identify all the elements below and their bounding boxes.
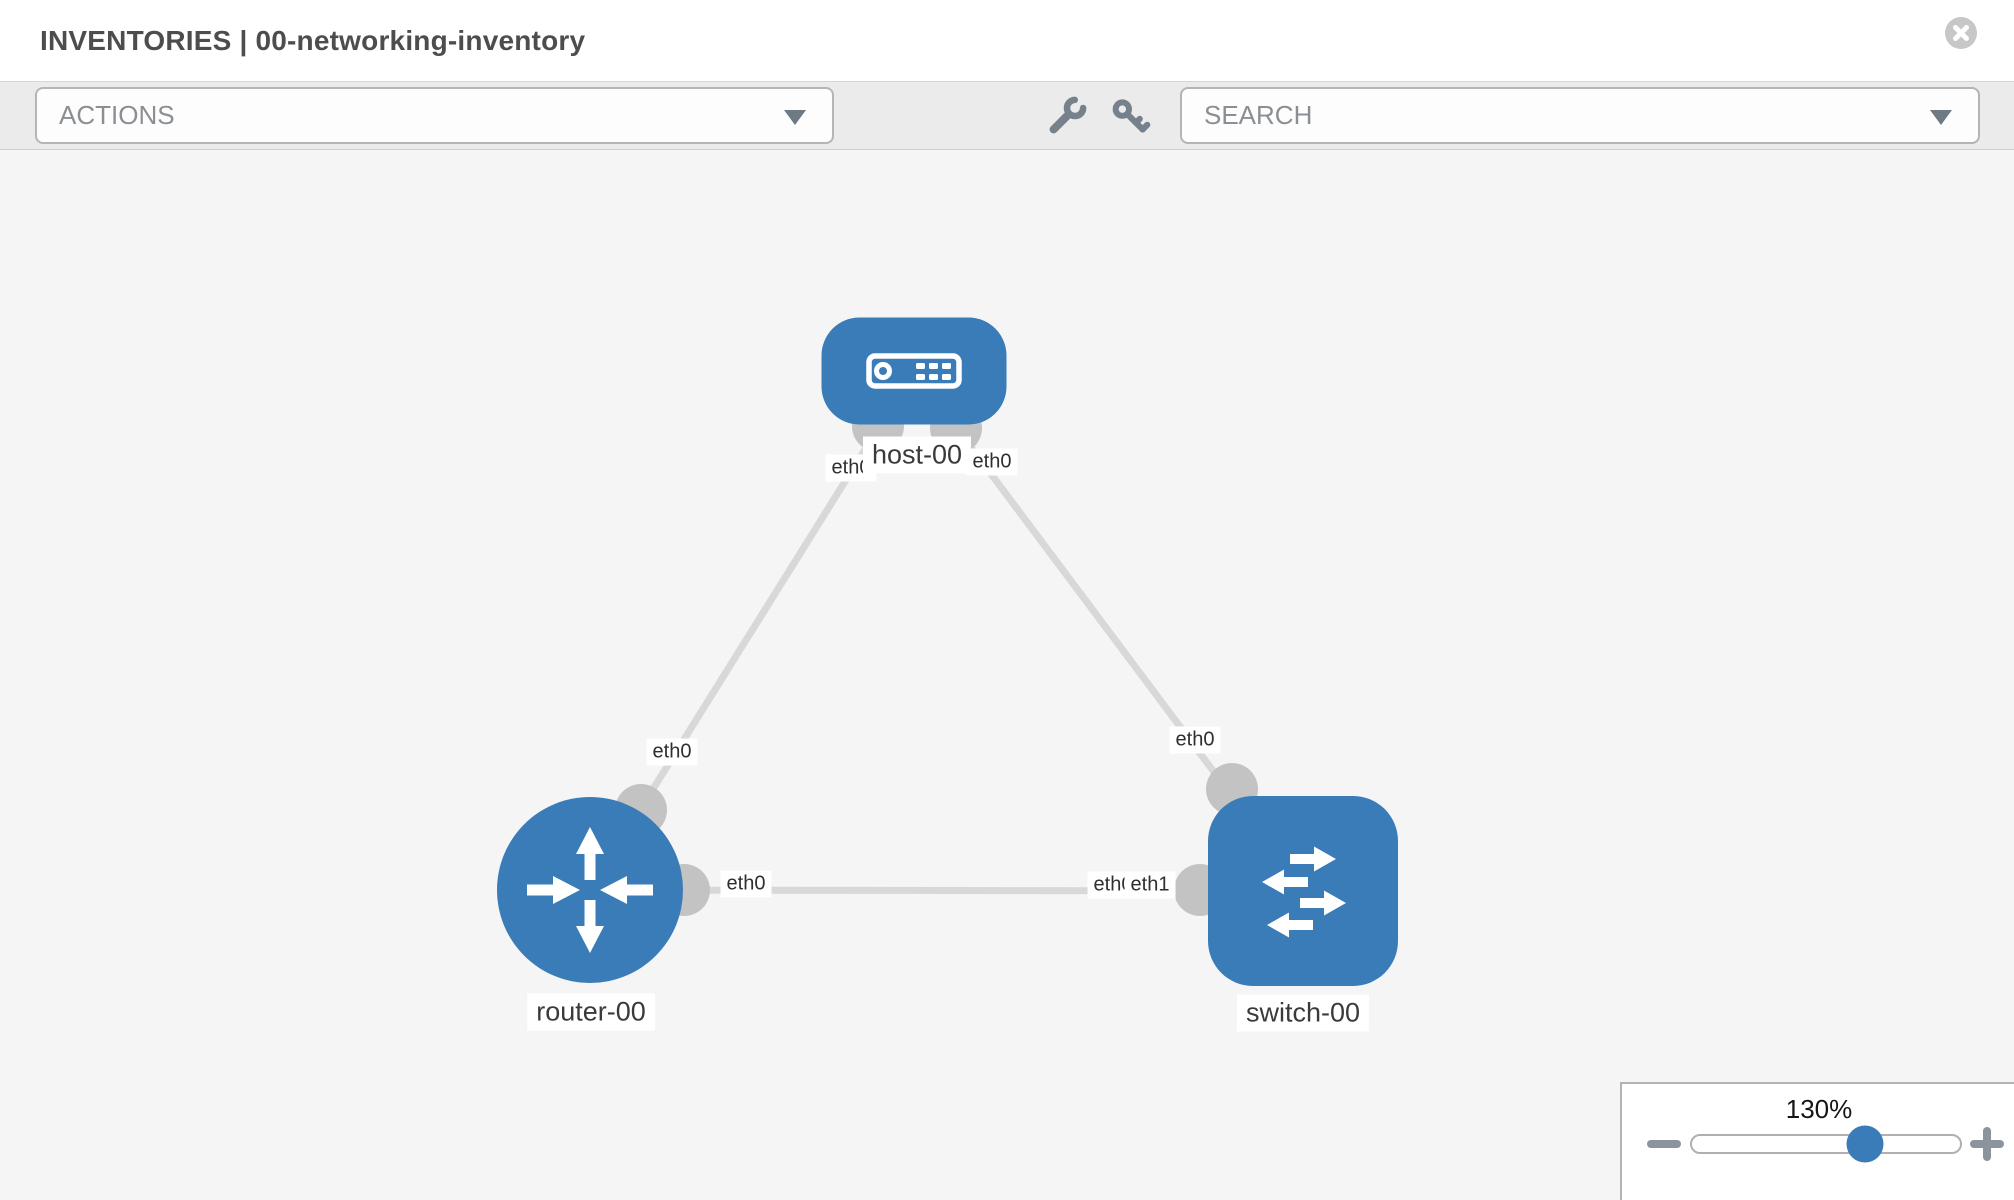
node-switch-00[interactable] [1208, 796, 1398, 986]
node-host-00[interactable] [821, 317, 1007, 425]
chevron-down-icon [784, 110, 806, 125]
credentials-button[interactable] [1107, 93, 1153, 139]
header: INVENTORIES | 00-networking-inventory [0, 0, 2014, 81]
topology-svg [497, 317, 1398, 986]
close-button[interactable] [1945, 17, 1977, 49]
configure-button[interactable] [1044, 93, 1090, 139]
actions-dropdown[interactable]: ACTIONS [35, 87, 834, 144]
chevron-down-icon [1930, 110, 1952, 125]
wrench-icon [1049, 96, 1087, 134]
zoom-panel: 130% [1620, 1082, 2014, 1200]
search-dropdown[interactable]: SEARCH [1180, 87, 1980, 144]
zoom-slider-track[interactable] [1690, 1125, 1962, 1163]
zoom-slider-thumb[interactable] [1846, 1125, 1884, 1163]
close-icon [1945, 17, 1977, 49]
zoom-out-button[interactable] [1647, 1140, 1681, 1148]
search-dropdown-label: SEARCH [1204, 100, 1313, 130]
zoom-level-label: 130% [1785, 1094, 1853, 1124]
key-icon [1112, 99, 1151, 133]
toolbar: ACTIONS SEARCH [0, 81, 2014, 150]
actions-dropdown-label: ACTIONS [59, 100, 175, 130]
zoom-in-button[interactable] [1970, 1127, 2004, 1161]
node-router-00[interactable] [497, 797, 683, 983]
page-title: INVENTORIES | 00-networking-inventory [40, 25, 586, 56]
